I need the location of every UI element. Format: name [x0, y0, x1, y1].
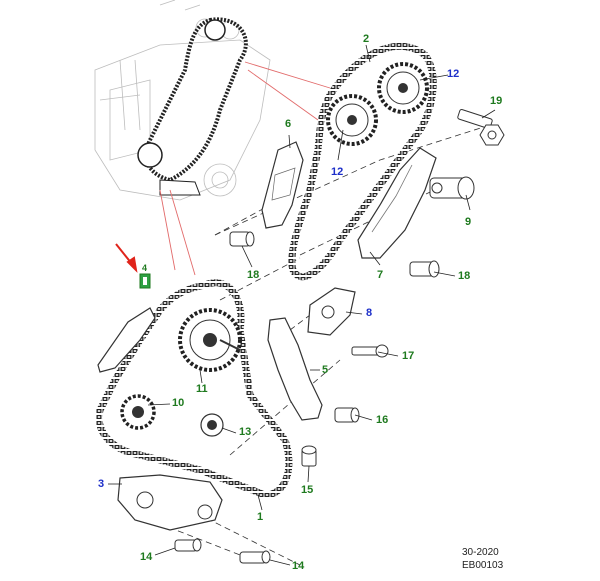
- callout-7: 7: [377, 269, 384, 281]
- callout-17: 17: [402, 350, 415, 362]
- callout-3: 3: [98, 478, 105, 490]
- sprocket-10: [120, 394, 156, 430]
- callout-13: 13: [239, 426, 252, 438]
- callout-4: 4: [142, 263, 148, 273]
- callout-leaders: [108, 44, 496, 566]
- date-code: 30-2020: [462, 547, 499, 558]
- upper-timing-chain: [288, 42, 437, 281]
- pointer-arrow: [115, 243, 138, 273]
- camshaft-sprocket-right: [377, 62, 429, 114]
- idler-13: [200, 413, 224, 437]
- image-code: EB00103: [462, 560, 504, 571]
- engine-crank-sprocket-sketch: [137, 142, 163, 168]
- sprocket-bolt-19: [457, 109, 505, 146]
- bolt-14-left: [174, 538, 202, 552]
- engine-cam-sprocket-sketch: [204, 19, 226, 41]
- crank-sprocket-11: [178, 308, 242, 372]
- callout-6: 6: [285, 118, 292, 130]
- callout-8: 8: [366, 307, 373, 319]
- highlight-marker: [139, 273, 151, 289]
- callout-10: 10: [172, 397, 185, 409]
- engine-chain-sketch: [144, 17, 248, 183]
- callout-12-upper: 12: [447, 68, 460, 80]
- engine-guide-sketch: [159, 179, 201, 196]
- bolt-17: [351, 344, 389, 358]
- dowel-pin-18-lower: [409, 260, 440, 278]
- callout-5: 5: [322, 364, 329, 376]
- callout-12-lower: 12: [331, 166, 344, 178]
- callout-18-upper: 18: [247, 269, 260, 281]
- callout-11: 11: [196, 383, 208, 395]
- lower-timing-chain: [95, 279, 293, 499]
- bolt-14-right: [239, 550, 271, 564]
- chain-guide-5: [267, 317, 323, 421]
- callout-2: 2: [363, 33, 370, 45]
- callout-15: 15: [301, 484, 314, 496]
- chain-guide-6: [261, 141, 304, 229]
- chain-guide-3: [117, 474, 223, 531]
- callout-16: 16: [376, 414, 389, 426]
- camshaft-sprocket-left: [326, 94, 378, 146]
- tensioner-9: [429, 176, 475, 200]
- leader-lines: [159, 61, 331, 276]
- callout-14-left: 14: [140, 551, 153, 563]
- callout-18-lower: 18: [458, 270, 471, 282]
- chain-guide-4: [97, 307, 156, 373]
- dowel-pin-18-upper: [229, 231, 255, 247]
- callout-14-right: 14: [292, 560, 305, 572]
- callout-9: 9: [465, 216, 472, 228]
- callout-1: 1: [257, 511, 264, 523]
- tensioner-rail-7: [357, 147, 437, 259]
- pin-15: [301, 445, 317, 467]
- callout-19: 19: [490, 95, 503, 107]
